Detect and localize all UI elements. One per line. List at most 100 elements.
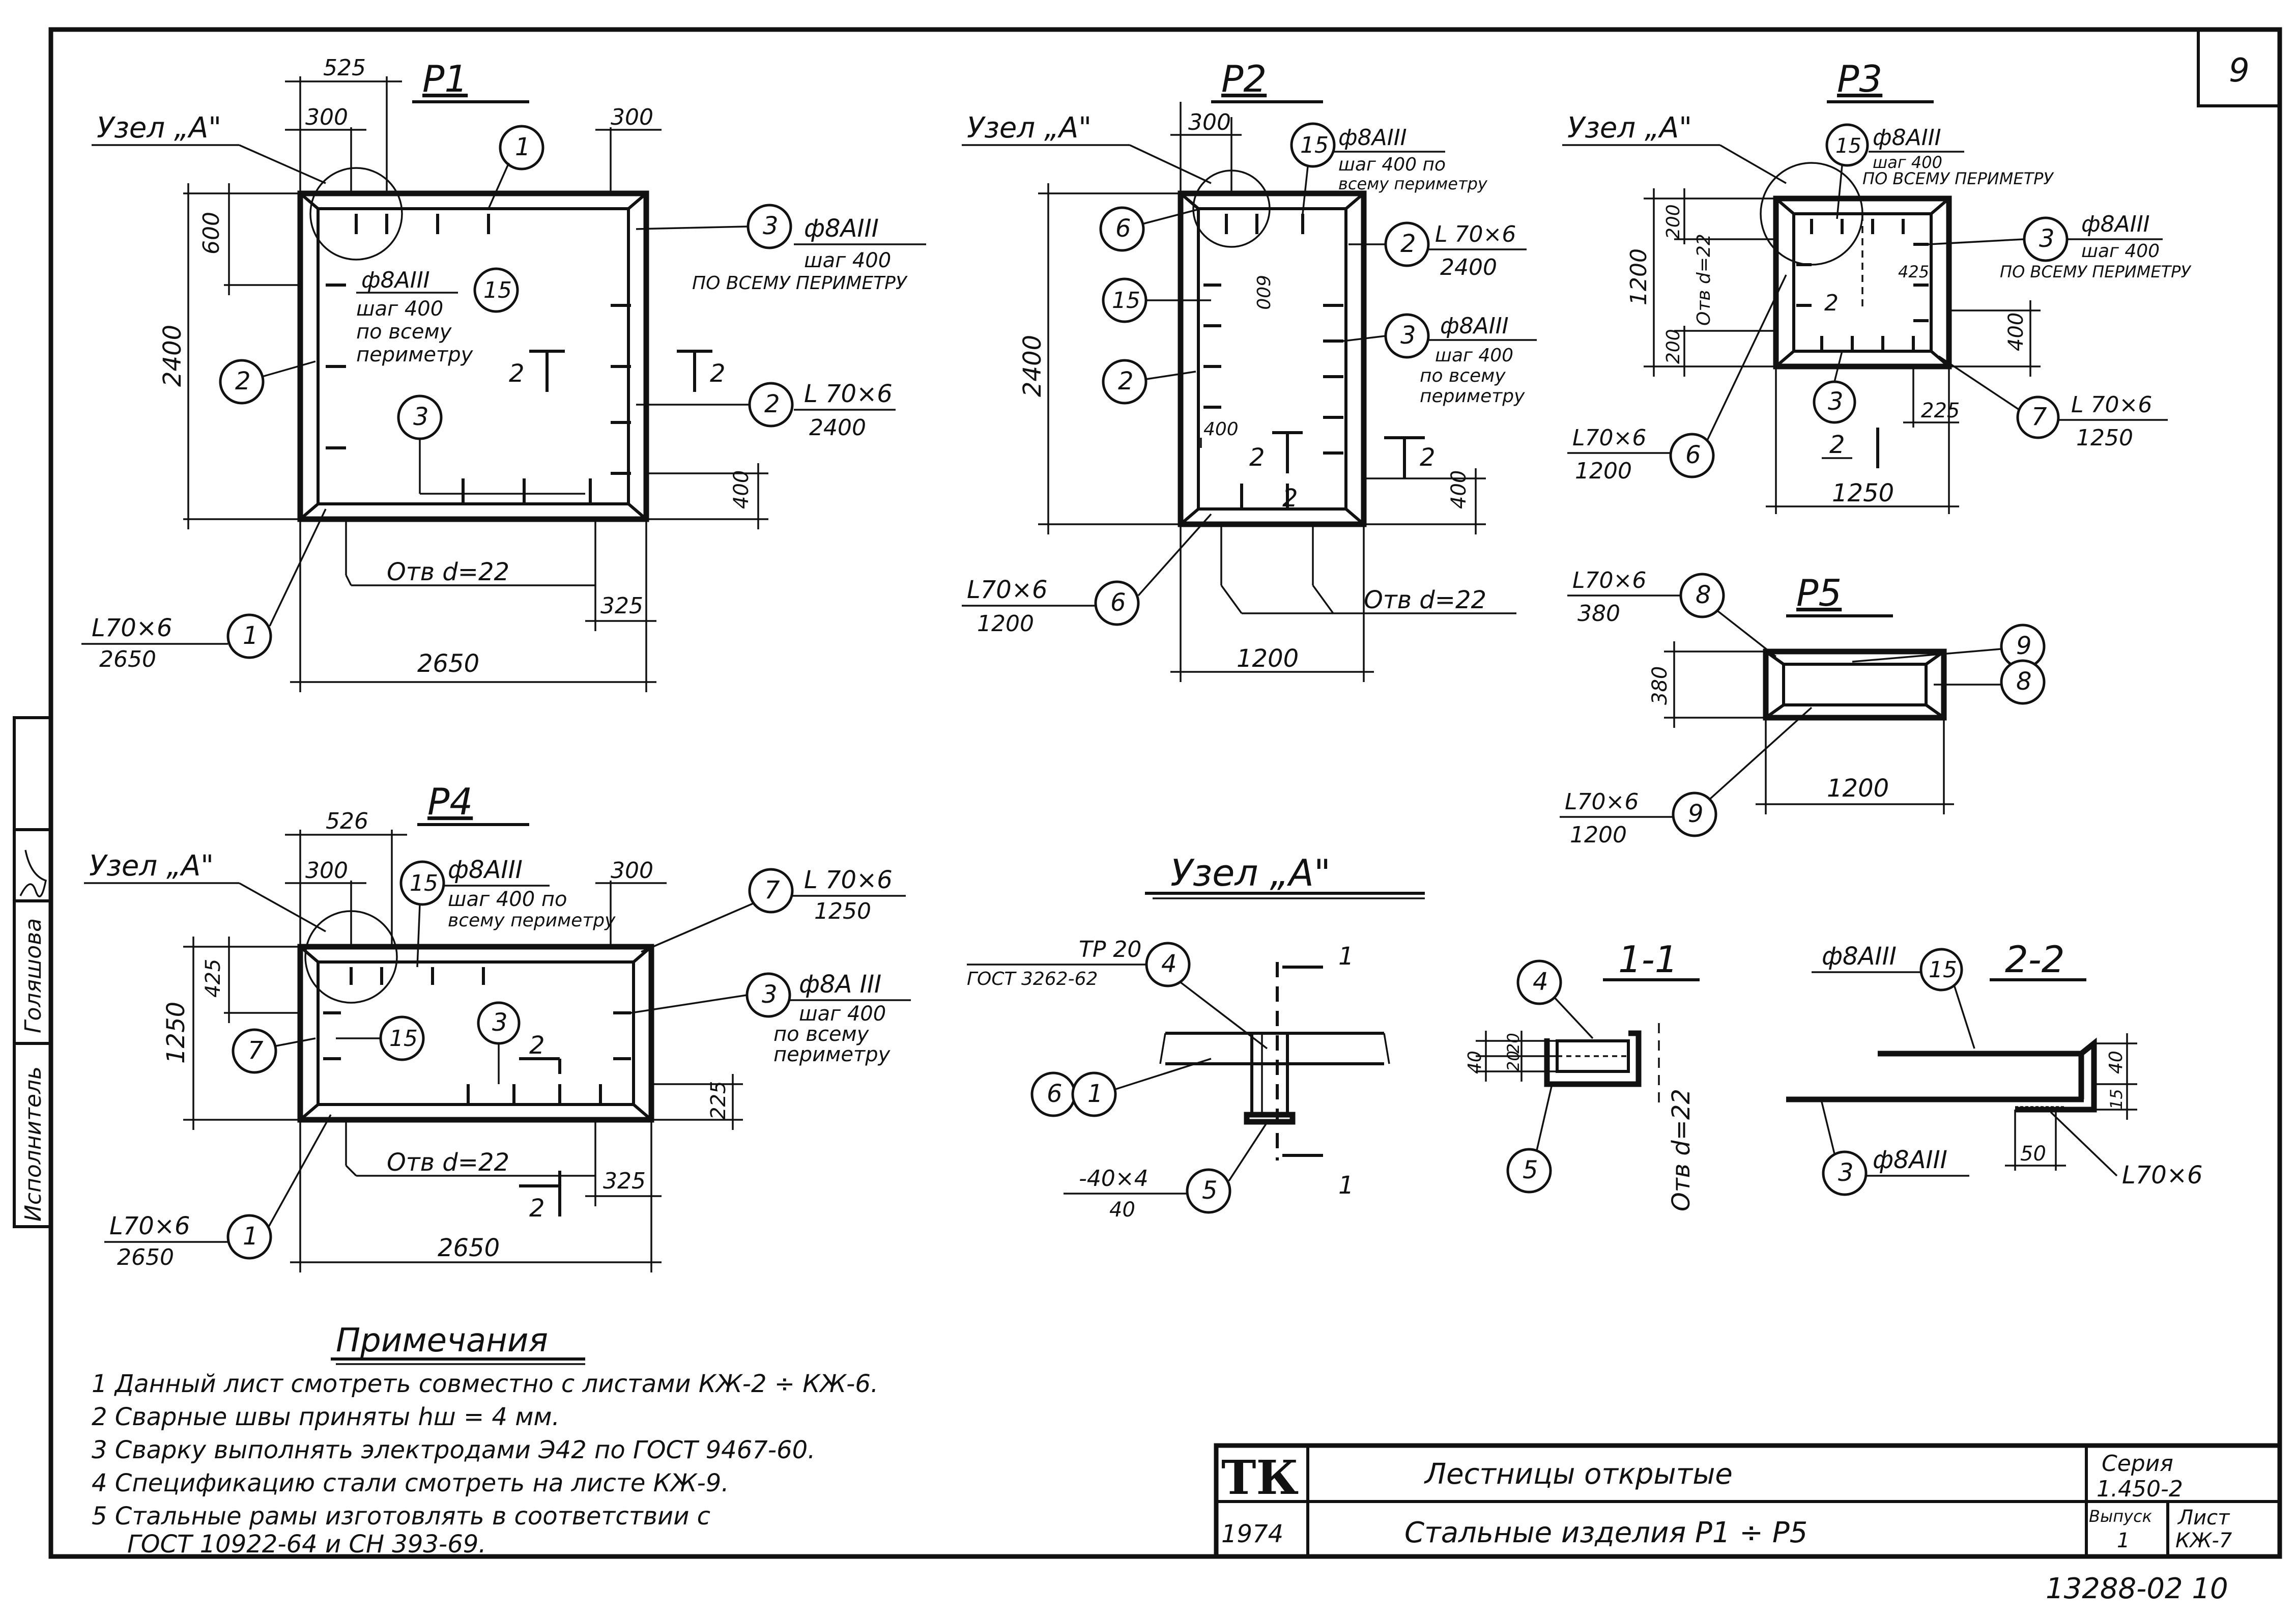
p1-sec2-right: 2 (710, 359, 726, 388)
p1-angle2-b: 2400 (809, 415, 866, 441)
p1-bubble-15: 15 (483, 277, 512, 303)
side-stamp: Исполнитель Голяшова (13, 716, 52, 1228)
p2-bubble-2b: 2 (1400, 230, 1416, 258)
p3-rebar15-l2: шаг 400 (1873, 153, 1942, 172)
p3-hole: Отв d=22 (1694, 234, 1714, 326)
p3-dim-1250: 1250 (1832, 479, 1894, 507)
node-a-plate-b: 40 (1109, 1198, 1135, 1222)
p1-node-label: Узел „А" (97, 111, 221, 145)
sec22-rebar3: ф8АIII (1873, 1146, 1947, 1174)
stamp-title-1: Лестницы открытые (1424, 1458, 1733, 1491)
p5-angle8-a: L70×6 (1572, 568, 1646, 593)
sec22-angle: L70×6 (2122, 1161, 2203, 1190)
stamp-issue-value: 1 (2117, 1529, 2130, 1552)
p4-title: P4 (427, 780, 473, 823)
section-2-2: 2-2 ф8АIII 15 50 40 15 3 ф8АIII L70×6 (1786, 938, 2203, 1196)
p5-dim-1200: 1200 (1827, 774, 1889, 803)
p3-bubble-7: 7 (2031, 403, 2047, 431)
p1-bubble-1b: 1 (243, 621, 259, 650)
p4-dim-526: 526 (326, 808, 368, 834)
p4-sec2-bottom: 2 (529, 1194, 545, 1223)
p1-angle2-a: L 70×6 (804, 380, 893, 408)
p4-dim-300-left: 300 (305, 858, 348, 884)
sheet-number: 9 (2229, 52, 2250, 90)
p2-hole: Отв d=22 (1364, 586, 1486, 614)
sec11-hole: Отв d=22 (1667, 1089, 1696, 1211)
p4-angle1-a: L70×6 (109, 1212, 190, 1240)
p2-node-label: Узел „А" (967, 111, 1092, 145)
p3-dim-1200: 1200 (1626, 248, 1652, 305)
p4-bubble-1: 1 (243, 1222, 259, 1251)
p1-hole: Отв d=22 (387, 558, 509, 586)
p3-rebar15-l1: ф8АIII (1873, 125, 1941, 151)
sec11-dim-40: 40 (1465, 1051, 1485, 1074)
note-4: 4 Спецификацию стали смотреть на листе К… (92, 1469, 729, 1497)
p5-dim-380: 380 (1648, 666, 1672, 705)
p2-dim-400a: 400 (1203, 419, 1239, 440)
node-a-tube-b: ГОСТ 3262-62 (967, 969, 1098, 989)
stamp-series-label: Серия (2102, 1451, 2173, 1477)
p1-rebar-l4: периметру (356, 343, 474, 366)
p2-rebar15-l1: ф8АIII (1338, 125, 1407, 151)
p3-title: P3 (1837, 58, 1882, 100)
p3-bubble-15: 15 (1835, 134, 1861, 158)
node-a-bubble-4: 4 (1161, 950, 1177, 978)
p2-bubble-6b: 6 (1110, 588, 1126, 617)
p5-angle9-a: L70×6 (1565, 789, 1639, 815)
p5-bubble-8b: 8 (2016, 667, 2032, 696)
node-a-bubble-5: 5 (1202, 1176, 1218, 1205)
sec22-title: 2-2 (2005, 938, 2065, 981)
p5-angle9-b: 1200 (1570, 822, 1627, 848)
p2-rebar3-l1: ф8АIII (1440, 313, 1509, 339)
node-a-detail: Узел „А" 1 1 4 6 1 5 ТР 20 ГОСТ 3262-62 … (967, 852, 1425, 1222)
p2-rebar3-l4: периметру (1420, 386, 1525, 407)
p4-dim-425: 425 (202, 959, 225, 998)
p2-sec2-right: 2 (1420, 443, 1436, 472)
note-5-cont: ГОСТ 10922-64 и СН 393-69. (127, 1530, 486, 1559)
p4-rebar3-l1: ф8А III (799, 970, 881, 999)
p2-bubble-6: 6 (1115, 214, 1131, 243)
p2-rebar15-l2: шаг 400 по (1338, 154, 1446, 175)
frame-p1: P1 525 300 300 (81, 55, 926, 692)
node-a-title: Узел „А" (1170, 852, 1331, 894)
p1-dim-600: 600 (198, 212, 224, 254)
notes: Примечания 1 Данный лист смотреть совмес… (92, 1322, 878, 1559)
p3-rebar3-l1: ф8АIII (2081, 211, 2150, 237)
side-name: Голяшова (20, 918, 46, 1033)
p4-bubble-7: 7 (764, 876, 780, 904)
p2-dim-2400: 2400 (1018, 335, 1047, 397)
p3-dim-425: 425 (1898, 262, 1929, 281)
node-a-plate-a: -40×4 (1079, 1166, 1149, 1192)
p4-dim-300-right: 300 (611, 858, 653, 884)
sec11-bubble-5: 5 (1523, 1156, 1538, 1184)
sec22-dim-40: 40 (2106, 1051, 2127, 1074)
p2-dim-300: 300 (1188, 109, 1231, 135)
p2-bubble-15b: 15 (1112, 288, 1140, 314)
p4-rebar15-l3: всему периметру (448, 910, 616, 931)
title-block: ТК 1974 Лестницы открытые Стальные издел… (1214, 1443, 2282, 1559)
p3-dim-200-top: 200 (1663, 204, 1684, 239)
sec22-rebar: ф8АIII (1822, 942, 1897, 971)
p1-bubble-3: 3 (413, 403, 429, 431)
p3-rebar15-l3: ПО ВСЕМУ ПЕРИМЕТРУ (1862, 169, 2054, 188)
p4-dim-1250: 1250 (162, 1002, 190, 1064)
p4-bubble-15b: 15 (389, 1026, 418, 1052)
p3-dim-225: 225 (1921, 399, 1960, 422)
p1-angle1-b: 2650 (99, 646, 156, 672)
node-a-bubble-6: 6 (1047, 1080, 1063, 1108)
p2-rebar3-l2: шаг 400 (1435, 345, 1513, 366)
p2-angle2-a: L 70×6 (1435, 221, 1516, 247)
p1-dim-300-left: 300 (305, 104, 348, 130)
p4-dim-325: 325 (603, 1168, 646, 1194)
p2-angle2-b: 2400 (1440, 254, 1497, 280)
p3-bubble-6: 6 (1685, 441, 1701, 469)
p4-bubble-3: 3 (492, 1008, 508, 1037)
p4-angle1-b: 2650 (117, 1244, 174, 1270)
sec11-dim-20b: 20 (1504, 1051, 1523, 1071)
sec22-bubble-15: 15 (1929, 957, 1957, 983)
p1-dim-2400: 2400 (158, 325, 187, 387)
sec11-bubble-4: 4 (1533, 968, 1548, 996)
archive-number: 13288-02 10 (2046, 1572, 2228, 1605)
